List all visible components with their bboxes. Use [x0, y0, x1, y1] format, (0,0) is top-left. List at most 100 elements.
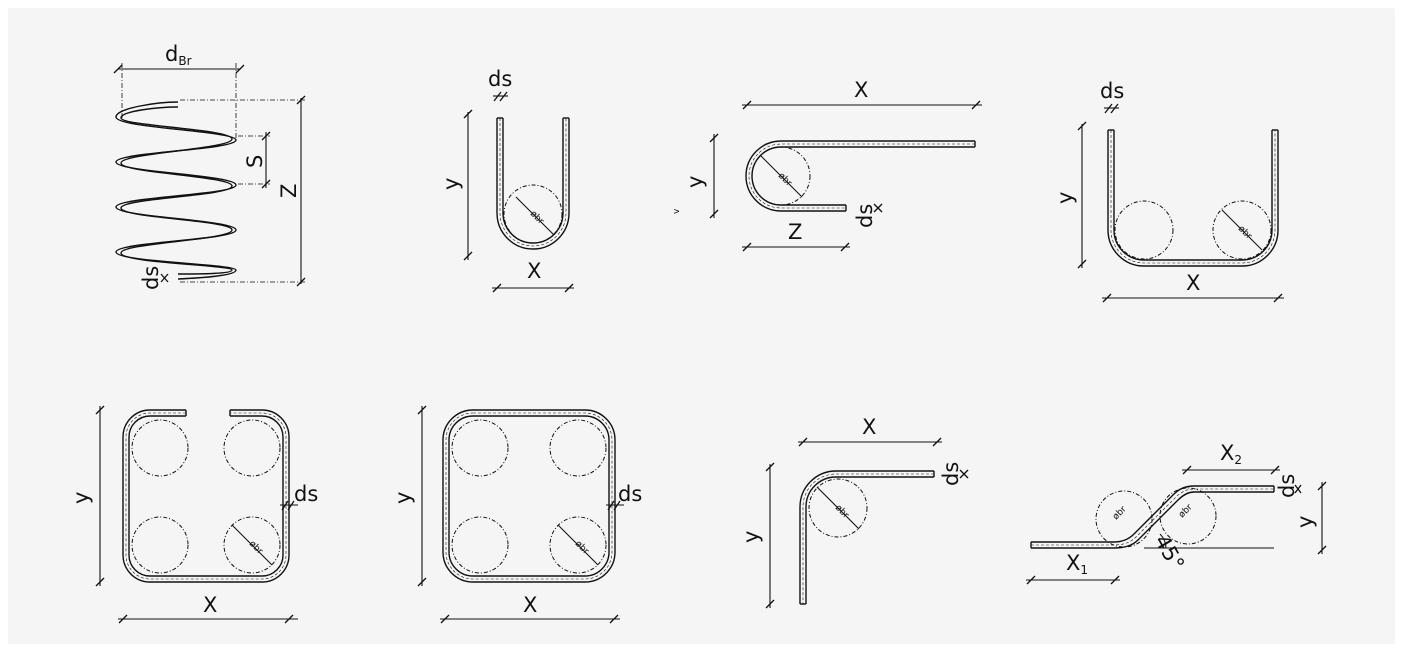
x-tick-left	[492, 283, 502, 293]
bend-circle-tr	[223, 419, 281, 477]
ds-tick-b	[873, 203, 883, 213]
bend-circle-bl	[451, 516, 509, 574]
u-bar-outer	[496, 118, 570, 250]
closed-stirrup-inner	[448, 415, 610, 577]
angle-label: 45°	[1150, 531, 1189, 575]
v-mark: v	[672, 208, 682, 214]
x-tick-right	[284, 614, 294, 624]
closed-stirrup-outer	[442, 409, 616, 583]
cranked-bar-center	[1031, 488, 1274, 546]
y-tick-bottom	[765, 599, 775, 609]
x-tick-left	[1102, 293, 1112, 303]
x-label: X	[527, 259, 541, 283]
x-tick-right	[932, 437, 942, 447]
z-tick-right	[840, 242, 850, 252]
ds-label: ds	[618, 482, 642, 506]
y-tick-bottom	[95, 577, 105, 587]
u-bar-shape: øbr ds y X	[439, 67, 574, 293]
wide-u-outer	[1107, 130, 1279, 267]
x1-tick-right	[1110, 575, 1120, 585]
x2-tick-left	[1182, 465, 1192, 475]
x-label: X	[854, 78, 868, 102]
open-stirrup-outer	[122, 409, 290, 583]
x-tick-right	[609, 614, 619, 624]
ds-tick-a	[493, 91, 502, 102]
closed-stirrup-shape: øbr y X ds	[391, 405, 642, 624]
ds-tick-b	[160, 273, 169, 283]
spiral-bar	[115, 101, 237, 280]
hook-bar-outer	[745, 140, 975, 212]
y-tick-bottom	[463, 251, 473, 261]
x2-label: X2	[1220, 441, 1242, 467]
bend-circle-br	[549, 516, 607, 574]
wide-u-center	[1110, 130, 1276, 264]
br-label-lower: øbr	[1111, 504, 1129, 522]
angle-arc	[1159, 533, 1167, 549]
br-leader	[557, 524, 599, 566]
dbr-label: dBr	[165, 42, 192, 68]
open-stirrup-center	[125, 412, 287, 580]
x1-label: X1	[1066, 551, 1088, 577]
diagram-canvas: dBr S Z ds øbr ds	[8, 8, 1395, 644]
open-stirrup-shape: øbr y X ds	[69, 405, 318, 624]
x-tick-right	[564, 283, 574, 293]
y-tick-top	[709, 133, 719, 143]
ds-label: ds	[139, 266, 163, 290]
y-tick-top	[463, 109, 473, 119]
y-label: y	[391, 492, 415, 504]
bend-circle	[503, 184, 563, 244]
ds-tick-b	[1294, 484, 1302, 494]
br-leader	[816, 486, 860, 530]
br-leader	[759, 154, 803, 198]
y-label: y	[683, 176, 707, 188]
bend-circle-left	[1114, 200, 1174, 260]
y-label: y	[1053, 192, 1077, 204]
x-tick-right	[1273, 293, 1283, 303]
br-leader	[515, 196, 555, 236]
y-label: y	[1293, 516, 1317, 528]
open-stirrup-inner	[128, 415, 284, 577]
s-label: S	[243, 155, 267, 168]
x-tick-right	[971, 100, 981, 110]
u-bar-inner	[502, 118, 564, 244]
ds-tick-b	[287, 500, 295, 511]
closed-stirrup-center	[445, 412, 613, 580]
bend-circle-br	[223, 516, 281, 574]
spiral-bar-inner	[120, 106, 233, 275]
br-leader	[231, 524, 273, 566]
y-tick-bottom	[709, 209, 719, 219]
z-tick-left	[742, 242, 752, 252]
spiral-shape: dBr S Z ds	[113, 42, 306, 290]
y-label: y	[739, 531, 763, 543]
dbr-tick-right	[235, 64, 245, 74]
x-label: X	[862, 415, 876, 439]
br-leader	[1221, 209, 1263, 251]
l-bar-shape: øbr X y ds	[739, 415, 969, 609]
dbr-tick-left	[113, 64, 123, 74]
y-tick-top	[95, 405, 105, 415]
y-tick-top	[1317, 481, 1327, 491]
wide-u-inner	[1113, 130, 1273, 261]
wide-u-bar-shape: øbr ds y X	[1053, 79, 1284, 303]
l-bar-center	[802, 473, 934, 604]
y-tick-top	[1077, 121, 1087, 131]
ds-tick-a	[281, 500, 289, 511]
hook-bar-shape: øbr X y v Z ds	[672, 78, 982, 252]
y-tick-bottom	[1317, 545, 1327, 555]
ds-tick-b	[1110, 103, 1119, 114]
ds-label: ds	[1275, 474, 1299, 498]
bend-circle	[751, 146, 811, 206]
ds-label: ds	[488, 67, 512, 91]
x1-tick-left	[1026, 575, 1036, 585]
z-label: Z	[277, 184, 301, 198]
x-tick-left	[440, 614, 450, 624]
bend-circle	[808, 478, 868, 538]
cranked-bar-inner	[1031, 491, 1274, 549]
br-label: øbr	[247, 539, 265, 557]
y-tick-top	[417, 405, 427, 415]
x-tick-left	[798, 437, 808, 447]
z-label: Z	[788, 220, 802, 244]
rebar-shapes-diagram: dBr S Z ds øbr ds	[69, 42, 1327, 624]
ds-label: ds	[939, 462, 963, 486]
ds-tick-b	[959, 469, 969, 479]
